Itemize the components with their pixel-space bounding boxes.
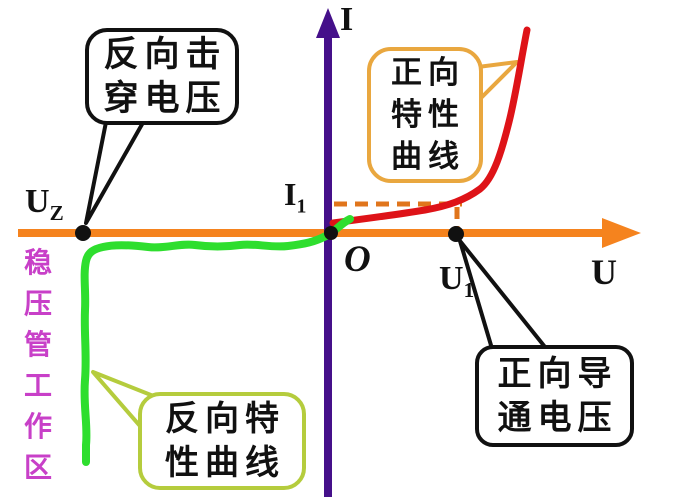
i1-label-sub: 1 <box>296 195 307 218</box>
i-axis-arrowhead <box>316 8 340 38</box>
callout-text-line: 曲线 <box>391 139 465 175</box>
reverse-breakdown-voltage-callout: 反向击 穿电压 <box>85 28 239 125</box>
reverse-breakdown-callout-tail <box>84 110 151 225</box>
side-label-char: 稳 <box>23 246 52 279</box>
uz-label: UZ <box>25 185 64 224</box>
forward-conduction-voltage-callout: 正向导 通电压 <box>475 345 634 447</box>
origin-dot <box>324 226 338 240</box>
u1-label: U1 <box>439 262 474 301</box>
reverse-characteristic-callout: 反向特 性曲线 <box>138 392 306 490</box>
callout-text-line: 正向导 <box>497 354 618 394</box>
side-label-char: 作 <box>23 410 52 443</box>
u-axis-arrowhead <box>602 218 641 248</box>
callout-text-line: 反向击 <box>103 34 227 75</box>
side-label-char: 压 <box>23 287 52 320</box>
u1-label-sub: 1 <box>463 277 475 302</box>
forward-characteristic-curve <box>329 26 531 227</box>
callout-text-line: 正向 <box>391 55 465 91</box>
uz-label-sub: Z <box>49 200 64 225</box>
side-label-char: 工 <box>23 369 52 402</box>
i1-label: I1 <box>284 178 306 217</box>
u1-label-base: U <box>439 260 464 297</box>
side-label-char: 区 <box>23 451 52 484</box>
u1-point-dot <box>448 226 464 242</box>
callout-text-line: 反向特 <box>165 399 285 439</box>
uz-point-dot <box>75 225 91 241</box>
i-axis-label: I <box>340 1 354 38</box>
origin-label: O <box>344 239 371 280</box>
uz-label-base: U <box>25 183 50 220</box>
reverse-characteristic-curve <box>80 215 354 466</box>
callout-text-line: 性曲线 <box>165 443 285 483</box>
callout-text-line: 特性 <box>391 97 465 133</box>
side-label-char: 管 <box>23 328 52 361</box>
u-axis-label: U <box>591 252 617 292</box>
callout-text-line: 通电压 <box>497 398 618 438</box>
i1-label-base: I <box>284 176 297 212</box>
forward-characteristic-callout: 正向 特性 曲线 <box>367 47 483 183</box>
zener-working-region-label: 稳 压 管 工 作 区 <box>21 249 55 482</box>
callout-text-line: 穿电压 <box>103 78 227 119</box>
